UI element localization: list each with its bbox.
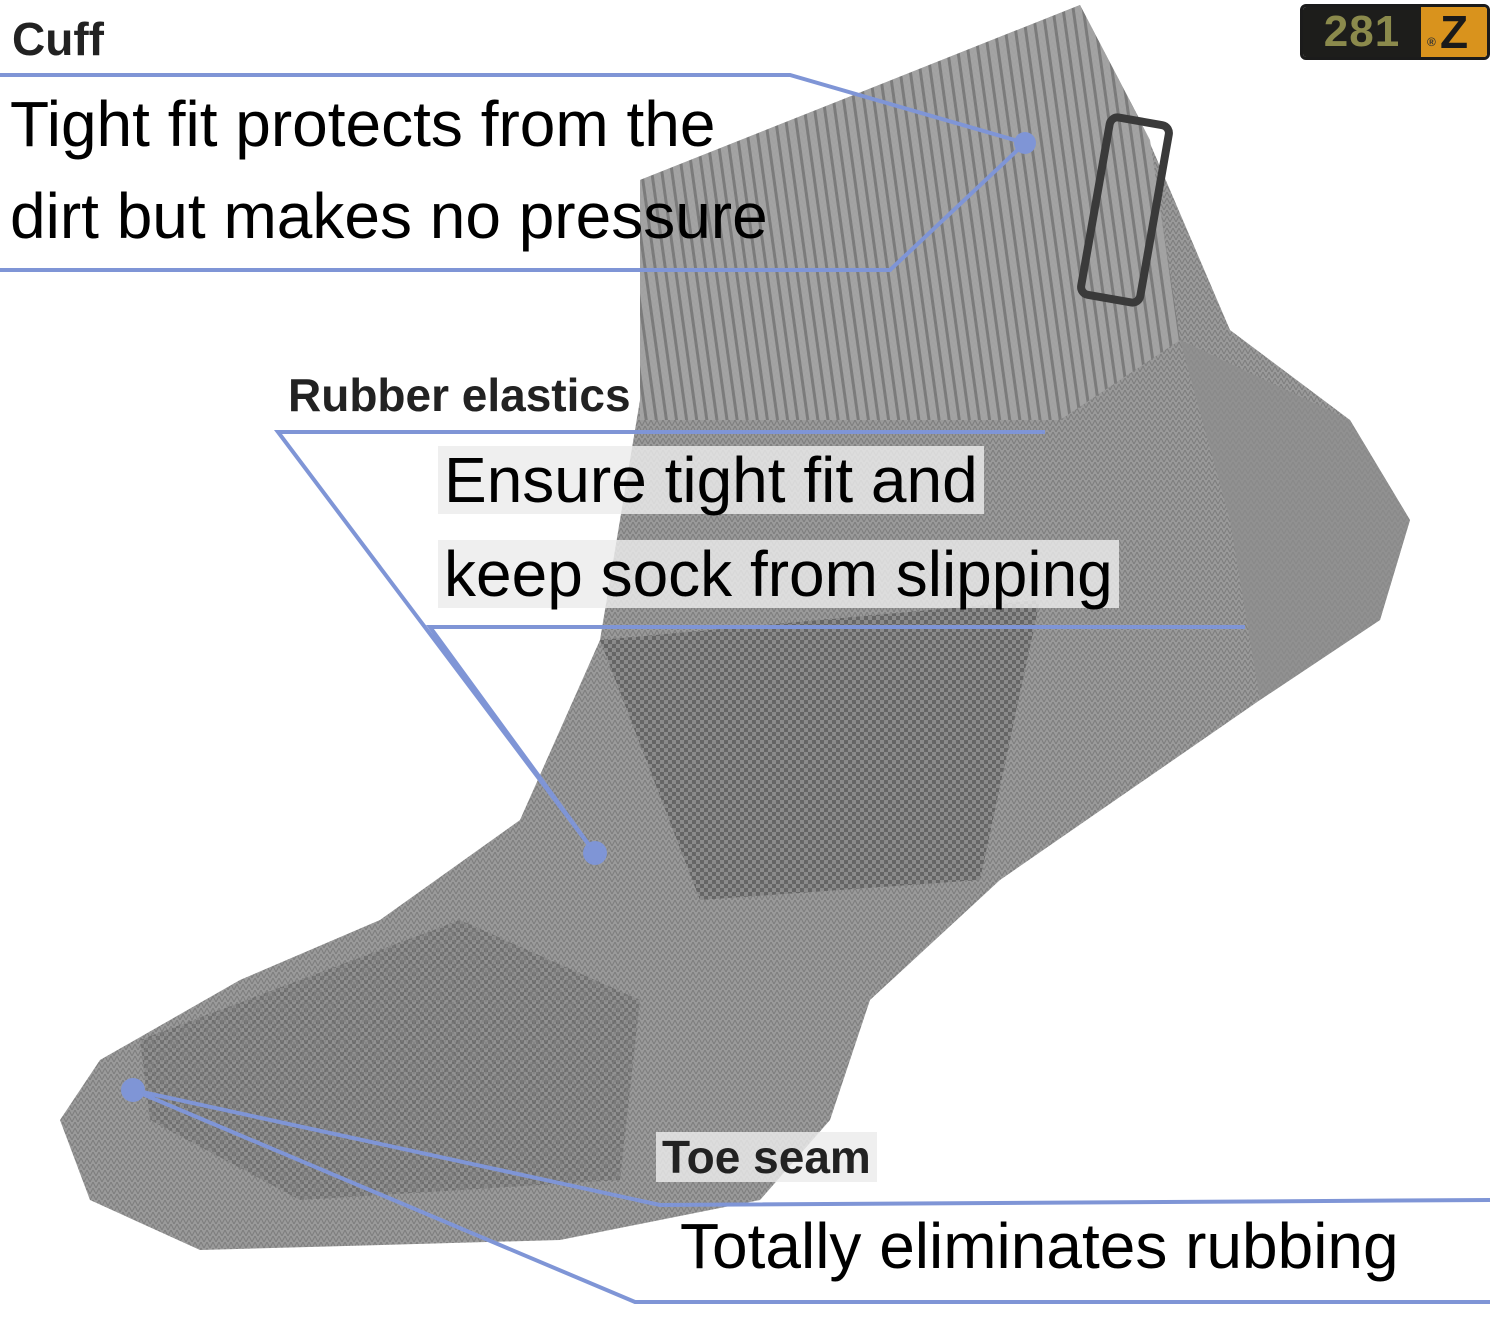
callout-desc-rubber-elastics-line2: keep sock from slipping: [438, 540, 1119, 608]
callout-desc-rubber-elastics-line1: Ensure tight fit and: [438, 446, 984, 514]
callout-desc-cuff-line1: Tight fit protects from the: [10, 88, 716, 160]
registered-mark: ®: [1427, 35, 1436, 49]
logo-number: 281: [1303, 7, 1421, 57]
callout-desc-toe-seam: Totally eliminates rubbing: [680, 1210, 1399, 1282]
callout-title-toe-seam: Toe seam: [656, 1132, 877, 1182]
logo-letter: ® Z: [1421, 7, 1487, 57]
callout-desc-cuff-line2: dirt but makes no pressure: [10, 180, 768, 252]
brand-logo: 281 ® Z: [1300, 4, 1490, 60]
callout-title-rubber-elastics: Rubber elastics: [288, 369, 631, 421]
logo-z: Z: [1439, 6, 1469, 58]
callout-title-cuff: Cuff: [12, 13, 104, 65]
